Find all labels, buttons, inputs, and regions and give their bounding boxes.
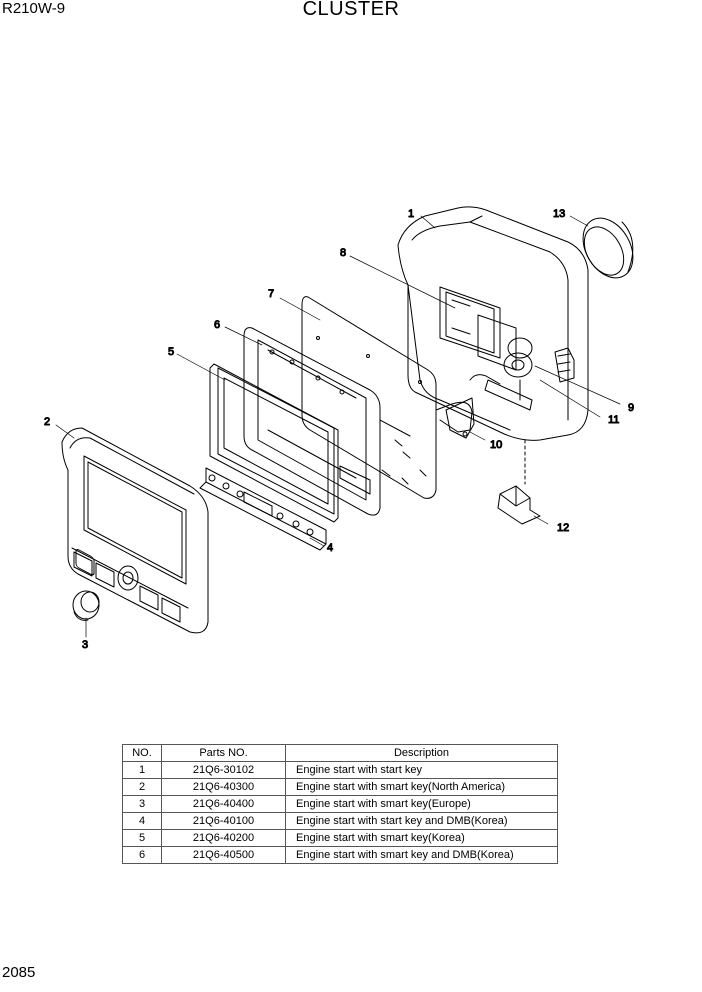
part-1-rear-housing: [397, 206, 589, 441]
part-6-frame: [243, 327, 381, 516]
cell-description: Engine start with start key: [285, 761, 558, 779]
part-3-knob: [72, 590, 100, 621]
part-13-ring: [582, 217, 634, 279]
callout-1: 1: [408, 208, 414, 220]
table-row: 4 21Q6-40100 Engine start with start key…: [122, 812, 558, 830]
cell-no: 5: [122, 829, 162, 847]
table-header-row: NO. Parts NO. Description: [122, 744, 558, 762]
cell-description: Engine start with start key and DMB(Kore…: [285, 812, 558, 830]
cell-no: 2: [122, 778, 162, 796]
cell-part-no: 21Q6-30102: [161, 761, 286, 779]
cell-description: Engine start with smart key(Europe): [285, 795, 558, 813]
callout-9: 9: [628, 402, 634, 414]
part-8-board: [439, 286, 517, 371]
parts-table: NO. Parts NO. Description 1 21Q6-30102 E…: [122, 744, 558, 864]
callout-2: 2: [44, 416, 50, 428]
cell-part-no: 21Q6-40300: [161, 778, 286, 796]
callout-6: 6: [214, 319, 220, 331]
cell-part-no: 21Q6-40500: [161, 846, 286, 864]
cell-description: Engine start with smart key(Korea): [285, 829, 558, 847]
table-row: 2 21Q6-40300 Engine start with smart key…: [122, 778, 558, 796]
callout-10: 10: [490, 439, 502, 451]
callout-8: 8: [340, 247, 346, 259]
callout-12: 12: [557, 522, 569, 534]
page-number: 2085: [2, 964, 36, 981]
cell-part-no: 21Q6-40400: [161, 795, 286, 813]
part-5-lcd-panel: [209, 363, 339, 523]
col-header-part-no: Parts NO.: [161, 744, 286, 762]
part-10-bracket: [445, 397, 475, 439]
callout-4: 4: [327, 542, 333, 554]
cell-description: Engine start with smart key(North Americ…: [285, 778, 558, 796]
cell-no: 1: [122, 761, 162, 779]
cell-part-no: 21Q6-40200: [161, 829, 286, 847]
page-title: CLUSTER: [302, 0, 400, 20]
leader-lines: [55, 215, 621, 638]
part-7-back-plate: [301, 296, 473, 499]
cell-part-no: 21Q6-40100: [161, 812, 286, 830]
callout-7: 7: [268, 288, 274, 300]
table-row: 6 21Q6-40500 Engine start with smart key…: [122, 846, 558, 864]
callout-3: 3: [82, 639, 88, 651]
callout-5: 5: [168, 346, 174, 358]
table-row: 3 21Q6-40400 Engine start with smart key…: [122, 795, 558, 813]
cell-description: Engine start with smart key and DMB(Kore…: [285, 846, 558, 864]
cell-no: 6: [122, 846, 162, 864]
table-row: 1 21Q6-30102 Engine start with start key: [122, 761, 558, 779]
callout-11: 11: [608, 414, 619, 426]
col-header-no: NO.: [122, 744, 162, 762]
callout-13: 13: [553, 208, 565, 220]
part-4-pcb-strip: [199, 467, 327, 551]
part-12-clip: [497, 439, 541, 525]
model-code: R210W-9: [2, 0, 66, 17]
part-2-front-cover: [61, 427, 209, 634]
cell-no: 4: [122, 812, 162, 830]
cell-no: 3: [122, 795, 162, 813]
col-header-description: Description: [285, 744, 558, 762]
table-row: 5 21Q6-40200 Engine start with smart key…: [122, 829, 558, 847]
